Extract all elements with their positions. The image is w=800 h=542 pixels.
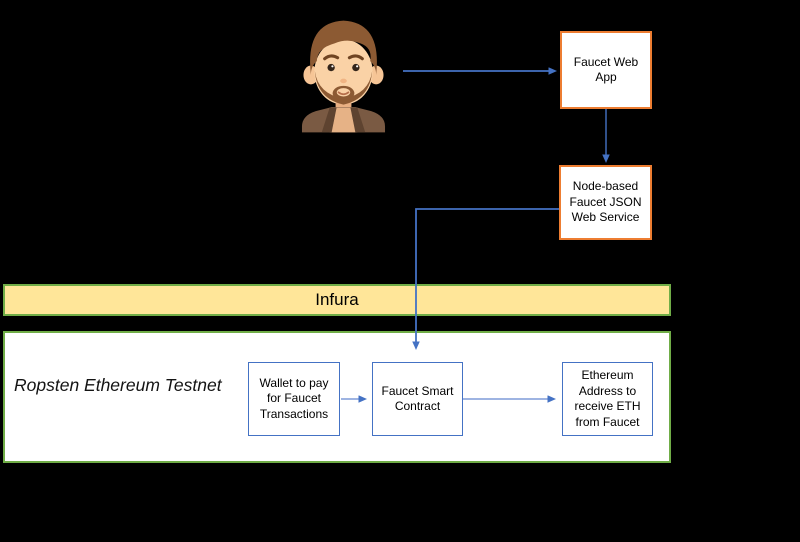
region-label-line: Testnet [164,375,222,395]
user-avatar [300,15,387,133]
node-label-line: Web Service [571,210,640,225]
node-label-line: Node-based [572,179,639,194]
node-label-line: Transactions [259,406,329,421]
node-label-line: from Faucet [575,414,640,429]
avatar-head [303,20,384,111]
node-label-line: App [595,70,617,84]
node-label-line: Contract [394,399,441,413]
node-label-line: Faucet Web [573,54,639,69]
node-faucet-smart-contract: Faucet Smart Contract [372,362,463,436]
connector-service-to-contract [412,208,559,350]
ropsten-region-label: Ropsten Ethereum Testnet [14,374,222,397]
infura-band: Infura [3,284,671,316]
node-label-line: Faucet JSON [569,194,642,209]
node-label-line: Faucet Smart [381,383,454,398]
node-label-line: receive ETH [574,399,641,413]
node-faucet-web-app: Faucet Web App [560,31,652,109]
node-label-line: Wallet to pay [259,375,329,390]
node-ethereum-address: Ethereum Address to receive ETH from Fau… [562,362,653,436]
node-label-line: Address to [578,383,637,398]
region-label-line: Ropsten Ethereum [14,375,160,395]
node-label-line: for Faucet [266,391,322,406]
ropsten-testnet-region: Ropsten Ethereum Testnet Wallet to pay f… [3,331,671,463]
avatar-torso [301,107,386,133]
node-json-web-service: Node-based Faucet JSON Web Service [559,165,652,240]
person-avatar-icon [301,20,386,133]
node-label-line: Ethereum [581,368,634,382]
node-wallet: Wallet to pay for Faucet Transactions [248,362,340,436]
infura-label: Infura [315,290,359,309]
